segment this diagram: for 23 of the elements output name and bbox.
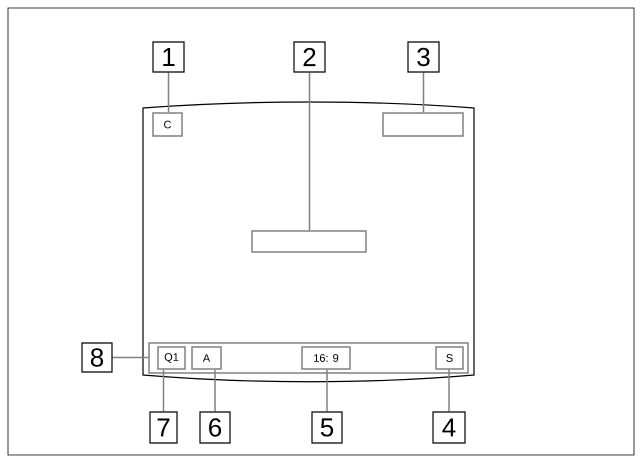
leader-line	[448, 370, 450, 412]
callout-number: 4	[432, 411, 466, 444]
display-box	[251, 230, 367, 253]
callout-number: 3	[407, 41, 440, 73]
callout-number: 6	[199, 411, 231, 444]
display-box	[382, 112, 464, 137]
indicator-box: C	[152, 112, 183, 137]
leader-line	[308, 72, 310, 230]
leader-line	[214, 370, 216, 412]
leader-line	[326, 370, 328, 412]
indicator-box: S	[435, 346, 464, 370]
callout-number: 7	[149, 411, 178, 444]
leader-line	[168, 72, 170, 112]
leader-line	[112, 356, 148, 358]
indicator-box: Q1	[157, 346, 186, 370]
leader-line	[422, 72, 424, 112]
callout-number: 8	[81, 342, 113, 373]
callout-number: 2	[293, 41, 326, 73]
indicator-box: 16: 9	[301, 346, 351, 370]
leader-line	[162, 370, 164, 412]
indicator-box: A	[191, 346, 222, 370]
callout-number: 1	[152, 41, 185, 73]
callout-number: 5	[311, 411, 343, 444]
